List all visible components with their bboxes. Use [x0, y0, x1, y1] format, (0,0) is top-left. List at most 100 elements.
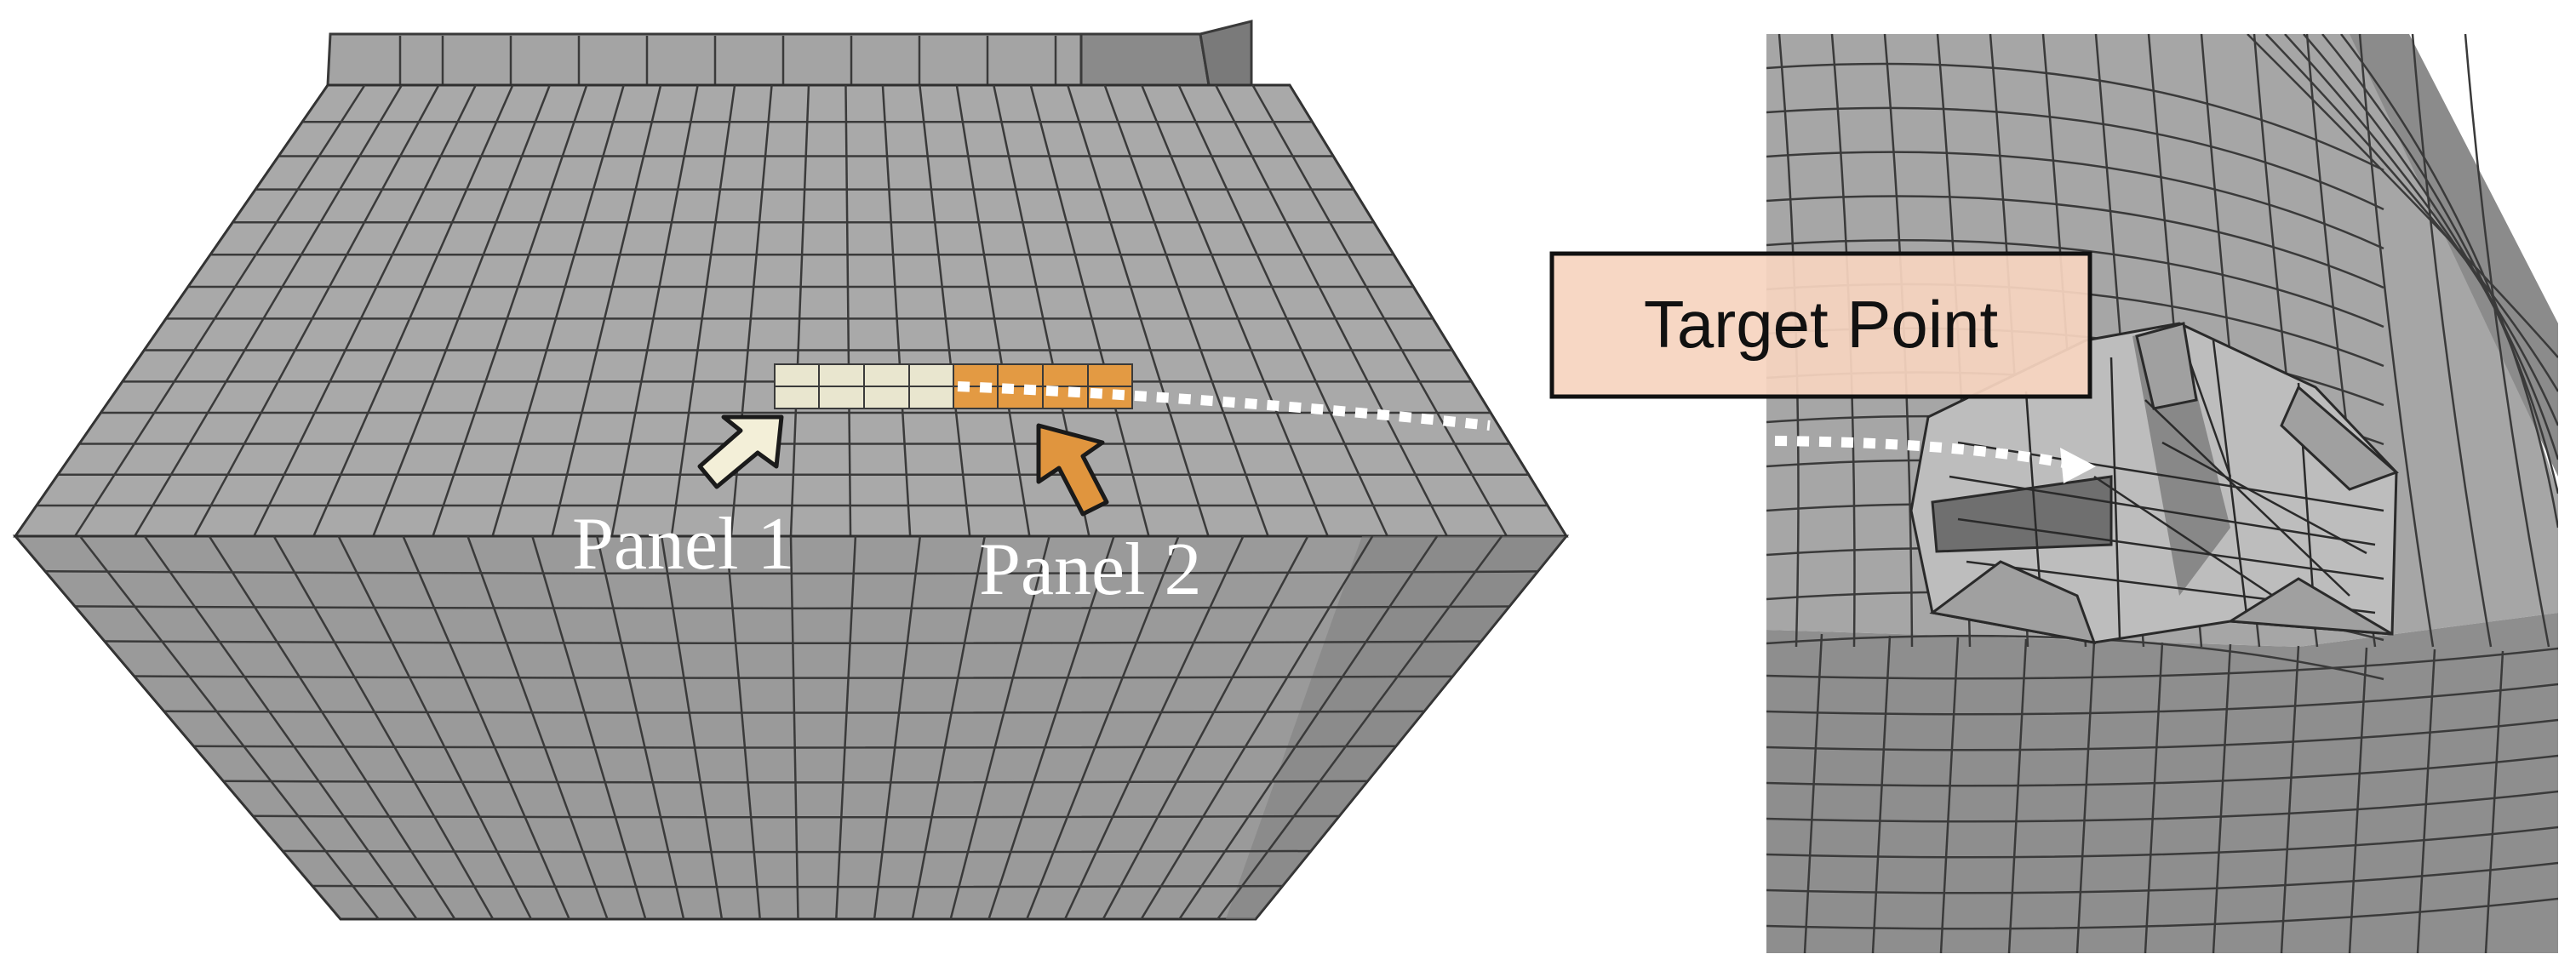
front-face-mesh-column	[596, 536, 685, 919]
top-face-mesh-column	[670, 85, 736, 536]
zoom-mesh-column	[2411, 34, 2493, 648]
top-face-mesh-column	[134, 85, 403, 536]
top-face-mesh-column	[1251, 85, 1508, 536]
crater-flap	[2135, 322, 2198, 410]
top-face-mesh-column	[1103, 85, 1269, 536]
trajectory-dotted-line-left	[957, 381, 1491, 431]
top-face-mesh-column	[955, 85, 1031, 536]
front-face-mesh-column	[987, 536, 1115, 919]
zoom-front-column	[1803, 633, 1823, 953]
top-face-mesh-column	[1177, 85, 1388, 536]
zoom-front-column	[2348, 647, 2368, 953]
top-face-mesh-column	[881, 85, 912, 536]
top-face-mesh-column	[432, 85, 588, 536]
zoom-front-column	[2280, 645, 2300, 953]
crater-mesh-line	[2093, 475, 2299, 614]
top-face-mesh-column	[1140, 85, 1329, 536]
zoom-front-row	[1766, 647, 2558, 680]
crater-mesh-line	[2144, 399, 2350, 597]
zoom-front-column	[2484, 650, 2504, 953]
zoom-front-row	[1766, 826, 2558, 859]
zoom-front-row	[1766, 861, 2558, 894]
front-face-mesh-row	[15, 744, 1566, 749]
mesh-back-wall-right-tab	[1079, 32, 1211, 87]
zoom-front-row	[1766, 790, 2558, 823]
zoom-front-column	[1871, 635, 1892, 953]
front-face-mesh-column	[873, 536, 922, 919]
zoom-edge-arc	[2321, 34, 2558, 494]
zoom-mesh-column	[2464, 34, 2550, 648]
zoom-mesh-row	[1766, 195, 2384, 289]
zoom-front-column	[2007, 638, 2028, 953]
panel-1-label: Panel 1	[572, 503, 795, 586]
zoom-edge-arc	[2265, 34, 2558, 392]
top-face-mesh-column	[551, 85, 662, 536]
arrow-up-left-icon	[1036, 423, 1109, 517]
right-zoom-view: Target Point	[1549, 34, 2558, 953]
front-face-mesh-row	[15, 674, 1566, 679]
top-face-mesh-column	[789, 85, 810, 536]
trajectory-arrowhead	[2060, 448, 2096, 483]
front-face-mesh-column	[15, 536, 341, 919]
zoom-edge-arc	[2340, 34, 2558, 528]
front-face-mesh-column	[272, 536, 495, 919]
zoom-front-row	[1766, 897, 2558, 930]
zoom-front-column	[2416, 648, 2436, 953]
top-face-mesh-column	[1029, 85, 1150, 536]
zoom-front-column	[2212, 643, 2232, 953]
zoom-front-row	[1766, 683, 2558, 716]
left-mesh-block: Panel 1 Panel 2	[12, 20, 1570, 921]
panel-1-strip	[774, 363, 954, 409]
front-face-mesh-row	[15, 569, 1566, 575]
crater-mesh-line	[1949, 475, 2376, 546]
front-face-mesh-column	[1026, 536, 1180, 919]
zoom-mesh-row	[1766, 151, 2384, 250]
zoom-right-edge	[2350, 34, 2558, 477]
crater-mesh-line	[1957, 517, 2384, 580]
front-face-mesh-column	[78, 536, 380, 919]
top-face-mesh-column	[919, 85, 971, 536]
arrow-up-right-icon	[697, 414, 784, 489]
crater-mesh-line	[2161, 441, 2367, 555]
zoom-mesh-row	[1766, 106, 2384, 211]
crater-flap	[2280, 385, 2399, 491]
top-face-mesh-column	[15, 85, 329, 536]
top-face-mesh-column	[491, 85, 625, 536]
front-face-mesh-column	[208, 536, 456, 919]
crater-flap	[1929, 560, 2097, 644]
front-face-mesh-column	[911, 536, 986, 919]
mesh-front-right-shade	[1226, 536, 1566, 919]
front-face-mesh-row	[15, 639, 1566, 644]
trajectory-dotted-line-right	[1774, 436, 2070, 469]
front-face-mesh-column	[143, 536, 418, 919]
front-face-mesh-column	[789, 536, 799, 919]
front-face-mesh-column	[337, 536, 533, 919]
target-point-box	[1549, 251, 2092, 399]
mesh-back-corner-flap	[1199, 20, 1253, 87]
crater-mesh-line	[2109, 357, 2121, 639]
crater-flap	[2226, 577, 2393, 636]
front-face-mesh-column	[402, 536, 570, 919]
top-face-mesh-column	[74, 85, 366, 536]
front-face-mesh-row	[15, 604, 1566, 610]
zoom-front-column	[2075, 640, 2096, 953]
front-face-mesh-column	[1063, 536, 1245, 919]
top-face-mesh-column	[610, 85, 699, 536]
top-face-mesh-column	[1214, 85, 1448, 536]
target-point-label: Target Point	[1644, 287, 1999, 362]
zoom-front-row	[1766, 718, 2558, 751]
zoom-mesh-column	[2358, 34, 2435, 648]
zoom-front-column	[1939, 637, 1960, 953]
zoom-front-row	[1766, 754, 2558, 787]
front-face-mesh-column	[531, 536, 647, 919]
top-face-mesh-column	[1067, 85, 1210, 536]
front-face-mesh-column	[1178, 536, 1439, 919]
front-face-mesh-column	[835, 536, 857, 919]
front-face-mesh-column	[660, 536, 724, 919]
front-face-mesh-column	[1102, 536, 1309, 919]
panel-2-label: Panel 2	[979, 528, 1202, 611]
mesh-top-face	[13, 83, 1569, 538]
zoom-edge-arc	[2247, 34, 2558, 358]
top-face-mesh-column	[844, 85, 852, 536]
